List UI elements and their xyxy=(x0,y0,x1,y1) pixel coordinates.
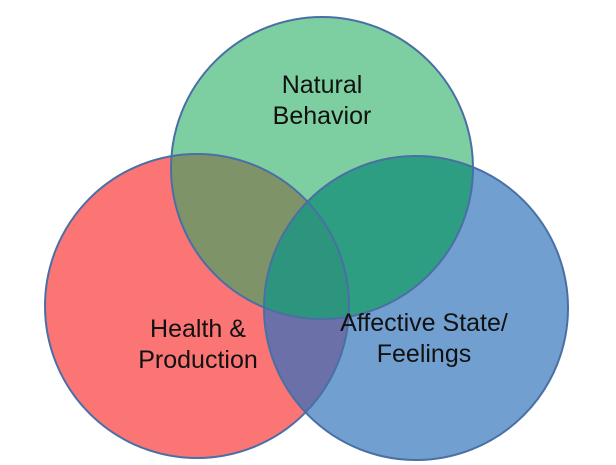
outline-health-production xyxy=(44,153,350,459)
outline-natural-behavior xyxy=(170,16,474,320)
